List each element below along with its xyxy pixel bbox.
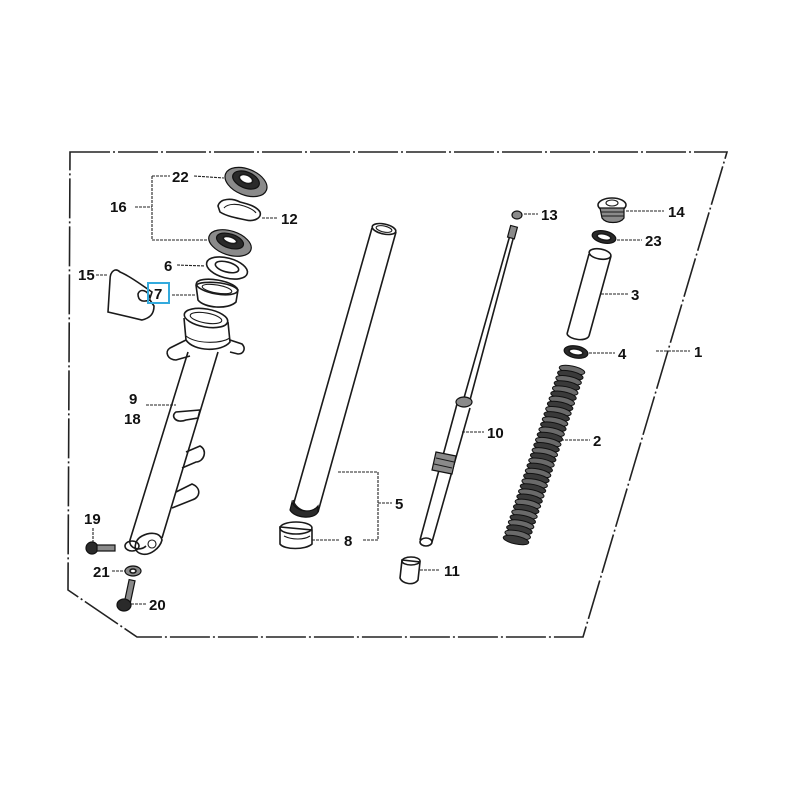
label-part-23: 23 <box>645 233 662 250</box>
label-part-3: 3 <box>631 287 639 304</box>
label-part-8: 8 <box>344 533 352 550</box>
label-part-20: 20 <box>149 597 166 614</box>
part-23-o-ring[interactable] <box>591 229 617 246</box>
part-12-gasket[interactable] <box>217 198 262 222</box>
part-20-socket-bolt[interactable] <box>116 578 136 612</box>
part-3-spacer-collar[interactable] <box>566 247 612 341</box>
part-21-washer[interactable] <box>124 565 142 577</box>
label-part-16: 16 <box>110 199 127 216</box>
assembly-frame <box>67 151 729 638</box>
label-part-2: 2 <box>593 433 601 450</box>
part-5-fork-tube[interactable] <box>289 222 397 518</box>
part-10-damper-rod[interactable] <box>419 224 519 547</box>
highlight-box-part-7 <box>147 282 170 304</box>
label-part-1: 1 <box>694 344 702 361</box>
label-part-14: 14 <box>668 204 685 221</box>
label-part-13: 13 <box>541 207 558 224</box>
label-part-10: 10 <box>487 425 504 442</box>
label-part-4: 4 <box>618 346 627 363</box>
part-16-lower-bearing[interactable] <box>205 225 254 261</box>
label-part-22: 22 <box>172 169 189 186</box>
part-16-bracket <box>135 175 208 241</box>
part-6-dust-seal[interactable] <box>204 253 250 283</box>
part-2-fork-spring[interactable] <box>502 363 586 546</box>
label-part-9: 9 <box>129 391 137 408</box>
label-part-15: 15 <box>78 267 95 284</box>
part-11-oil-lock-piece[interactable] <box>399 556 421 585</box>
part-4-spring-seat[interactable] <box>563 344 589 360</box>
label-part-12: 12 <box>281 211 298 228</box>
part-14-fork-cap-bolt[interactable] <box>597 197 627 224</box>
label-part-21: 21 <box>93 564 110 581</box>
label-part-18: 18 <box>124 411 141 428</box>
label-part-6: 6 <box>164 258 172 275</box>
part-9-fork-slider[interactable] <box>124 305 245 556</box>
part-22-bearing-race[interactable] <box>221 162 272 203</box>
label-part-19: 19 <box>84 511 101 528</box>
part-8-bushing[interactable] <box>279 521 313 550</box>
part-15-fork-cover[interactable] <box>107 269 155 321</box>
part-19-drain-bolt[interactable] <box>85 541 116 555</box>
part-13-nut[interactable] <box>511 210 523 220</box>
part-7-oil-seal[interactable] <box>195 276 239 308</box>
label-part-5: 5 <box>395 496 403 513</box>
label-part-7[interactable]: 7 <box>154 286 162 303</box>
label-part-11: 11 <box>444 563 460 580</box>
